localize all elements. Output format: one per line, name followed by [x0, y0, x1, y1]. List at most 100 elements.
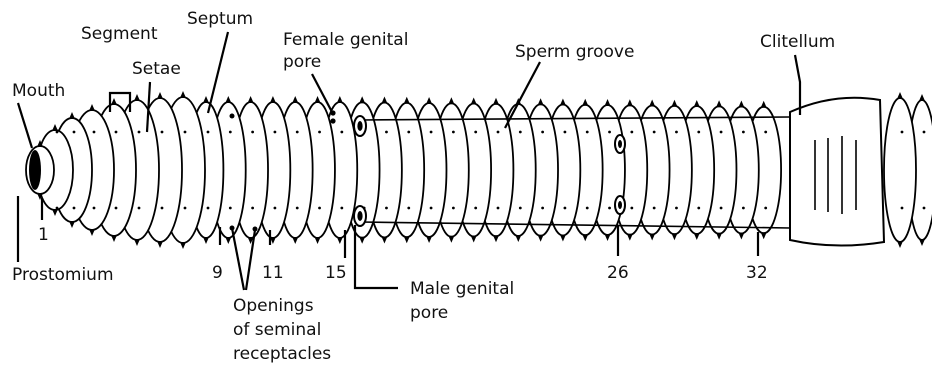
setae-label: Setae [132, 59, 181, 79]
seta-dot [161, 207, 164, 210]
segment-number-32: 32 [746, 263, 768, 283]
seta-spike [493, 98, 499, 105]
seta-dot [73, 131, 76, 134]
seta-spike [52, 124, 58, 131]
seta-dot [564, 207, 567, 210]
seta-dot [653, 131, 656, 134]
seta-dot [675, 131, 678, 134]
seta-spike [761, 101, 767, 108]
seta-spike [111, 235, 117, 242]
seta-dot [161, 131, 164, 134]
female-pore-label-line1: Female genital [283, 30, 408, 50]
seta-dot [720, 131, 723, 134]
seta-spike [248, 96, 254, 103]
seta-dot [340, 207, 343, 210]
mouth-label: Mouth [12, 81, 65, 101]
seta-spike [315, 237, 321, 244]
seta-spike [157, 241, 163, 248]
seta-spike [69, 112, 75, 119]
seta-spike [359, 96, 365, 103]
seta-dot [564, 131, 567, 134]
seta-spike [292, 96, 298, 103]
seta-spike [225, 96, 231, 103]
seta-spike [538, 98, 544, 105]
seta-dot [742, 131, 745, 134]
seta-dot [184, 207, 187, 210]
seta-dot [541, 207, 544, 210]
seta-spike [404, 236, 410, 243]
seta-dot [497, 131, 500, 134]
seta-spike [225, 237, 231, 244]
segment-number-11: 11 [262, 263, 284, 283]
seta-spike [337, 96, 343, 103]
seta-dot [407, 207, 410, 210]
seta-spike [761, 232, 767, 239]
seta-spike [627, 99, 633, 106]
seta-spike [381, 97, 387, 104]
seta-dot [207, 207, 210, 210]
seta-spike [471, 98, 477, 105]
seta-spike [919, 94, 925, 101]
seta-dot [73, 207, 76, 210]
seta-dot [318, 207, 321, 210]
seta-spike [471, 236, 477, 243]
seta-spike [69, 221, 75, 228]
seta-spike [605, 99, 611, 106]
septum-label: Septum [187, 9, 253, 29]
seta-dot [923, 207, 926, 210]
seta-spike [404, 97, 410, 104]
seta-spike [134, 94, 140, 101]
seta-dot [430, 131, 433, 134]
seta-spike [605, 234, 611, 241]
seta-dot [923, 131, 926, 134]
seta-spike [694, 233, 700, 240]
seta-dot [229, 207, 232, 210]
seta-dot [385, 131, 388, 134]
segment-label: Segment [81, 24, 158, 44]
seta-dot [653, 207, 656, 210]
seta-dot [630, 131, 633, 134]
seta-spike [315, 96, 321, 103]
seta-dot [274, 207, 277, 210]
seta-spike [738, 101, 744, 108]
seta-dot [93, 131, 96, 134]
seta-dot [697, 131, 700, 134]
seta-spike [897, 92, 903, 99]
seta-spike [381, 237, 387, 244]
seta-spike [649, 100, 655, 107]
seta-spike [716, 233, 722, 240]
segment-number-1: 1 [38, 225, 49, 245]
seta-dot [251, 131, 254, 134]
seta-spike [52, 209, 58, 216]
seta-dot [901, 207, 904, 210]
seta-dot [586, 131, 589, 134]
seta-dot [340, 131, 343, 134]
seta-dot [497, 207, 500, 210]
seta-spike [649, 234, 655, 241]
seta-dot [274, 131, 277, 134]
seta-spike [111, 98, 117, 105]
seta-dot [452, 207, 455, 210]
seta-spike [180, 91, 186, 98]
seta-dot [115, 207, 118, 210]
seta-spike [560, 235, 566, 242]
seta-dot [138, 131, 141, 134]
seta-spike [89, 104, 95, 111]
seta-spike [919, 239, 925, 246]
sperm-groove-label: Sperm groove [515, 42, 634, 62]
seta-spike [426, 97, 432, 104]
seta-dot [901, 131, 904, 134]
seta-dot [519, 207, 522, 210]
seta-dot [519, 131, 522, 134]
segment-number-9: 9 [212, 263, 223, 283]
seta-spike [270, 96, 276, 103]
seminal-leader-a [232, 228, 244, 290]
clitellum-leader [795, 55, 800, 115]
mouth-leader [18, 103, 32, 148]
seta-dot [697, 207, 700, 210]
seta-spike [560, 99, 566, 106]
seta-spike [582, 234, 588, 241]
prostomium-label: Prostomium [12, 265, 114, 285]
clitellum-label: Clitellum [760, 32, 835, 52]
seta-spike [582, 99, 588, 106]
